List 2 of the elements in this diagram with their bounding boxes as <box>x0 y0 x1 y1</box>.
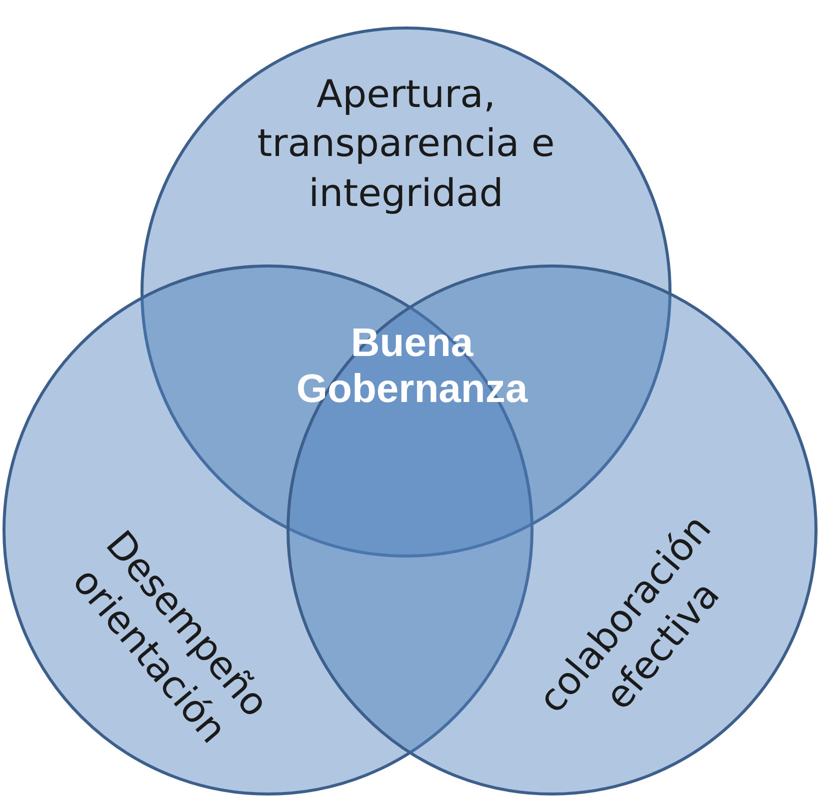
center-label: Buena Gobernanza <box>295 320 529 412</box>
circle-label: Apertura, transparencia e integridad <box>256 70 556 217</box>
